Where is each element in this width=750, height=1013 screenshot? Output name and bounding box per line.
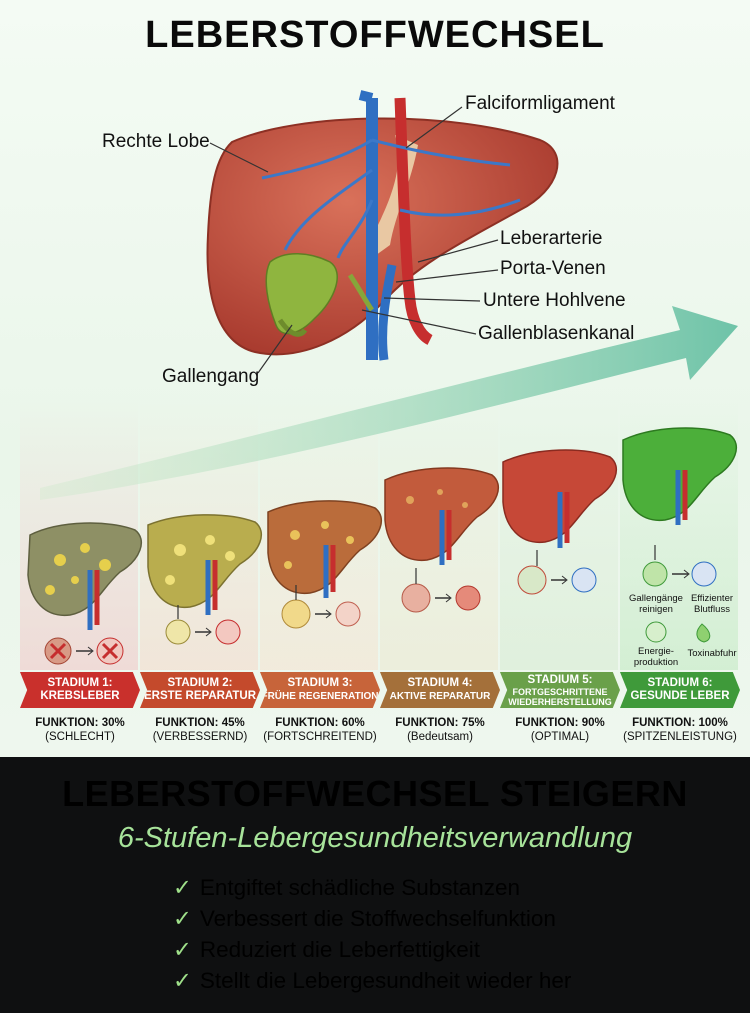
- infographic-top: LEBERSTOFFWECHSEL: [0, 0, 750, 757]
- subtitle: 6-Stufen-Lebergesundheitsverwandlung: [117, 822, 633, 854]
- stage-5-function: FUNKTION: 90% (OPTIMAL): [501, 716, 619, 744]
- main-liver: [206, 90, 559, 361]
- stage-icons: [44, 545, 717, 665]
- label-gallengang: Gallengang: [162, 366, 260, 387]
- benefit-item: ✓Reduziert die Leberfettigkeit: [173, 937, 481, 962]
- check-icon: ✓: [173, 875, 192, 900]
- stage-vessels: [87, 470, 688, 630]
- stage-number: STADIUM 2:: [167, 677, 233, 689]
- stage-livers: [27, 427, 737, 616]
- illustration: [27, 90, 738, 665]
- headline: LEBERSTOFFWECHSEL STEIGERN: [62, 773, 688, 814]
- stage-number: STADIUM 3:: [287, 677, 353, 689]
- stage-1-function: FUNKTION: 30% (SCHLECHT): [21, 716, 139, 744]
- label-gallenblasenkanal: Gallenblasenkanal: [478, 323, 635, 344]
- stage-name: FORTGESCHRITTENE WIEDERHERSTELLUNG: [508, 686, 612, 707]
- check-icon: ✓: [173, 968, 192, 993]
- main-title: LEBERSTOFFWECHSEL: [145, 14, 605, 56]
- stage-2-banner: STADIUM 2:ERSTE REPARATUR: [140, 672, 260, 708]
- stage-name: KREBSLEBER: [40, 690, 120, 702]
- stage-5-banner: STADIUM 5:FORTGESCHRITTENE WIEDERHERSTEL…: [500, 672, 620, 708]
- label-falciformligament: Falciformligament: [465, 93, 615, 114]
- function-value: FUNKTION: 90%: [515, 717, 605, 729]
- stage-number: STADIUM 4:: [407, 677, 473, 689]
- stage-6-function: FUNKTION: 100% (SPITZENLEISTUNG): [621, 716, 739, 744]
- info-panel: [0, 757, 750, 1013]
- label-rechte-lobe: Rechte Lobe: [102, 131, 210, 152]
- stage-6-banner: STADIUM 6:GESUNDE LEBER: [620, 672, 740, 708]
- function-value: FUNKTION: 30%: [35, 717, 125, 729]
- stage-name: GESUNDE LEBER: [630, 690, 730, 702]
- check-icon: ✓: [173, 937, 192, 962]
- function-value: FUNKTION: 75%: [395, 717, 485, 729]
- benefit-list: ✓Entgiftet schädliche Substanzen ✓Verbes…: [173, 872, 571, 996]
- function-note: (FORTSCHREITEND): [263, 731, 377, 743]
- function-note: (Bedeutsam): [407, 731, 473, 743]
- function-note: (SCHLECHT): [45, 731, 115, 743]
- stage-number: STADIUM 1:: [47, 677, 113, 689]
- note-blutfluss: Effizienter Blutfluss: [690, 593, 734, 615]
- benefit-item: ✓Stellt die Lebergesundheit wieder her: [173, 968, 572, 993]
- stage-number: STADIUM 5:: [527, 673, 593, 686]
- stage-number: STADIUM 6:: [647, 677, 713, 689]
- stage-1-liver: [27, 522, 142, 616]
- stage-3-banner: STADIUM 3: FRÜHE REGENERATION: [260, 672, 380, 708]
- label-untere-hohlvene: Untere Hohlvene: [483, 290, 626, 311]
- stage-1-banner: STADIUM 1:KREBSLEBER: [20, 672, 140, 708]
- stage-4-function: FUNKTION: 75% (Bedeutsam): [381, 716, 499, 744]
- note-energie: Energie-produktion: [633, 646, 679, 668]
- function-value: FUNKTION: 100%: [632, 717, 728, 729]
- label-leberarterie: Leberarterie: [500, 228, 603, 249]
- function-note: (SPITZENLEISTUNG): [623, 731, 737, 743]
- stage-name: ERSTE REPARATUR: [143, 690, 257, 702]
- stage-name: AKTIVE REPARATUR: [389, 691, 491, 702]
- stage-4-banner: STADIUM 4: AKTIVE REPARATUR: [380, 672, 500, 708]
- stage-2-function: FUNKTION: 45% (VERBESSERND): [141, 716, 259, 744]
- note-gallengaenge: Gallengänge reinigen: [629, 593, 683, 615]
- benefit-item: ✓Entgiftet schädliche Substanzen: [173, 875, 521, 900]
- stage-2-liver: [147, 514, 262, 608]
- check-icon: ✓: [173, 906, 192, 931]
- benefit-item: ✓Verbessert die Stoffwechselfunktion: [173, 906, 556, 931]
- leader-lines: [209, 106, 499, 374]
- function-value: FUNKTION: 45%: [155, 717, 245, 729]
- stage-3-function: FUNKTION: 60% (FORTSCHREITEND): [261, 716, 379, 744]
- stage-name: FRÜHE REGENERATION: [261, 691, 379, 702]
- function-note: (VERBESSERND): [152, 731, 248, 743]
- function-note: (OPTIMAL): [530, 731, 590, 743]
- label-porta-venen: Porta-Venen: [500, 258, 606, 279]
- progress-arrow: [40, 306, 738, 500]
- function-value: FUNKTION: 60%: [275, 717, 365, 729]
- note-toxin: Toxinabfuhr: [687, 648, 737, 659]
